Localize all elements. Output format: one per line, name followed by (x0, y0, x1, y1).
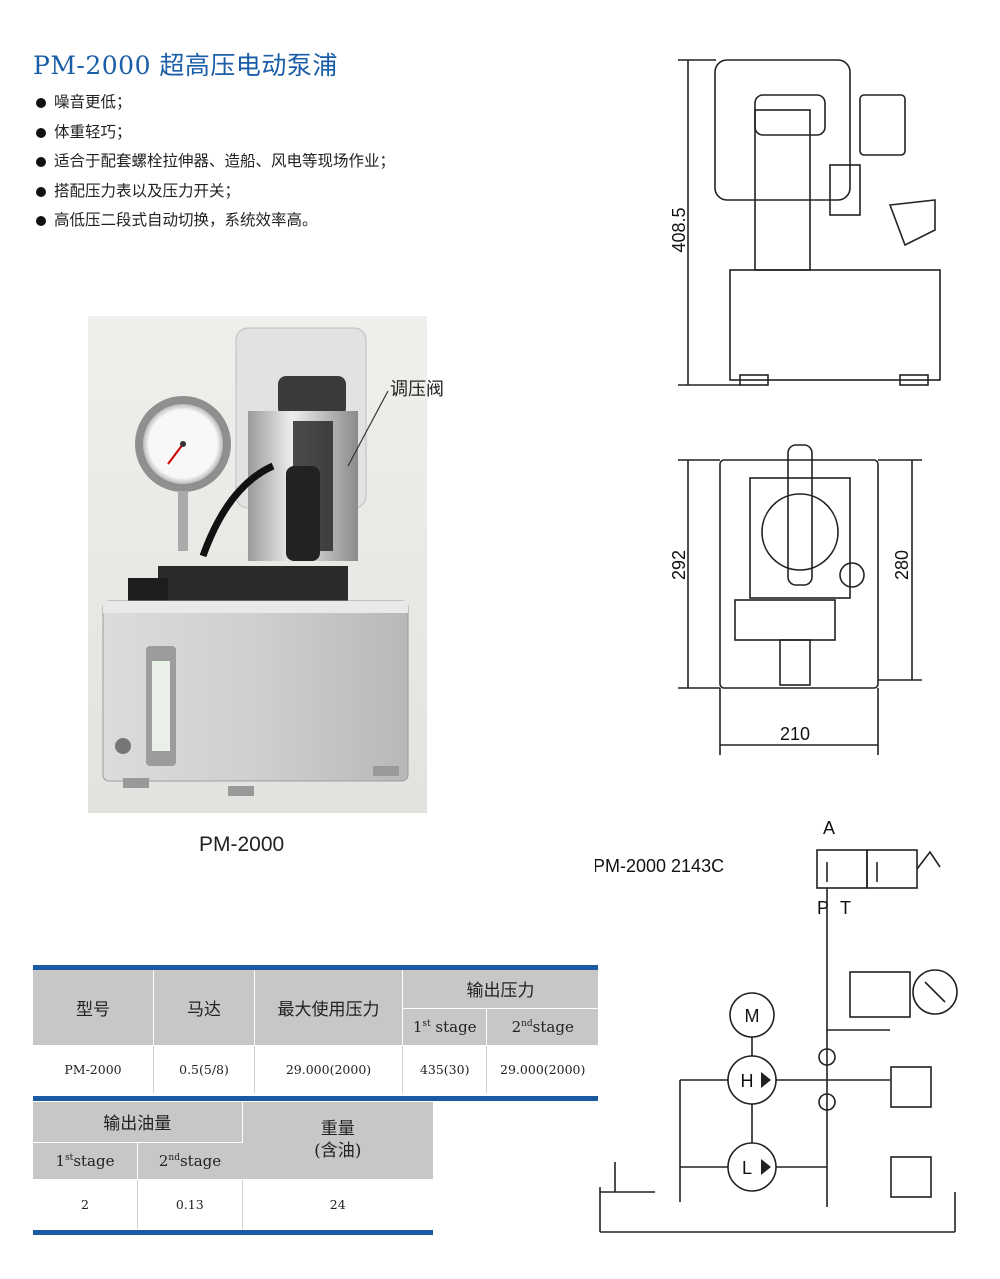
table2-bottom-bar (33, 1230, 433, 1235)
port-a-label: A (823, 818, 835, 838)
feature-item: 搭配压力表以及压力开关； (36, 177, 395, 207)
bullet-icon (36, 157, 46, 167)
motor-label: M (745, 1006, 760, 1026)
header-model: 型号 (33, 970, 154, 1046)
table1-bottom-bar (33, 1096, 598, 1101)
bullet-icon (36, 186, 46, 197)
top-view-drawing: 292 280 210 (669, 444, 922, 755)
table-row: PM-2000 0.5(5/8) 29.000(2000) 435(30) 29… (33, 1045, 598, 1093)
port-t-label: T (840, 898, 851, 918)
feature-list: 噪音更低； 体重轻巧； 适合于配套螺栓拉伸器、造船、风电等现场作业； 搭配压力表… (36, 88, 395, 236)
feature-item: 体重轻巧； (36, 118, 395, 148)
port-p-label: P (817, 898, 829, 918)
photo-label: PM-2000 (199, 833, 285, 856)
table-row: 2 0.13 24 (33, 1179, 433, 1229)
front-elevation-drawing: 408.5 (669, 59, 941, 386)
pump-l-label: L (742, 1158, 752, 1178)
header-motor: 马达 (153, 970, 255, 1046)
pump-l-arrow-icon (761, 1159, 771, 1175)
depth-dimension-left: 292 (669, 550, 689, 580)
header-oil-output: 输出油量 (33, 1102, 243, 1143)
product-photo (88, 316, 427, 813)
spec-table-2: 输出油量 重量(含油) 1ststage 2ndstage 2 0.13 24 (33, 1102, 433, 1229)
height-dimension: 408.5 (669, 207, 689, 252)
header-stage2: 2ndstage (486, 1008, 598, 1046)
bullet-icon (36, 98, 46, 108)
depth-dimension-right: 280 (892, 550, 912, 580)
header-max-pressure: 最大使用压力 (254, 970, 403, 1046)
feature-item: 适合于配套螺栓拉伸器、造船、风电等现场作业； (36, 147, 395, 177)
header-weight: 重量(含油) (242, 1102, 433, 1180)
header-stage1: 1ststage (33, 1142, 138, 1180)
pump-h-arrow-icon (761, 1072, 771, 1088)
hydraulic-circuit: PM-2000 2143C A P T (595, 818, 958, 1233)
feature-item: 高低压二段式自动切换，系统效率高。 (36, 206, 395, 236)
width-dimension: 210 (780, 724, 810, 744)
bullet-icon (36, 127, 46, 138)
bullet-icon (36, 216, 46, 226)
header-stage2: 2ndstage (137, 1142, 242, 1180)
header-output-pressure: 输出压力 (402, 970, 598, 1009)
circuit-model-label: PM-2000 2143C (595, 856, 724, 876)
page-title: PM-2000 超高压电动泵浦 (33, 51, 338, 80)
spec-table-1: 型号 马达 最大使用压力 输出压力 1st stage 2ndstage PM-… (33, 970, 598, 1093)
valve-callout: 调压阀 (390, 379, 444, 400)
pump-h-label: H (741, 1071, 754, 1091)
feature-item: 噪音更低； (36, 88, 395, 118)
table1-top-bar (33, 965, 598, 970)
header-stage1: 1st stage (402, 1008, 488, 1046)
